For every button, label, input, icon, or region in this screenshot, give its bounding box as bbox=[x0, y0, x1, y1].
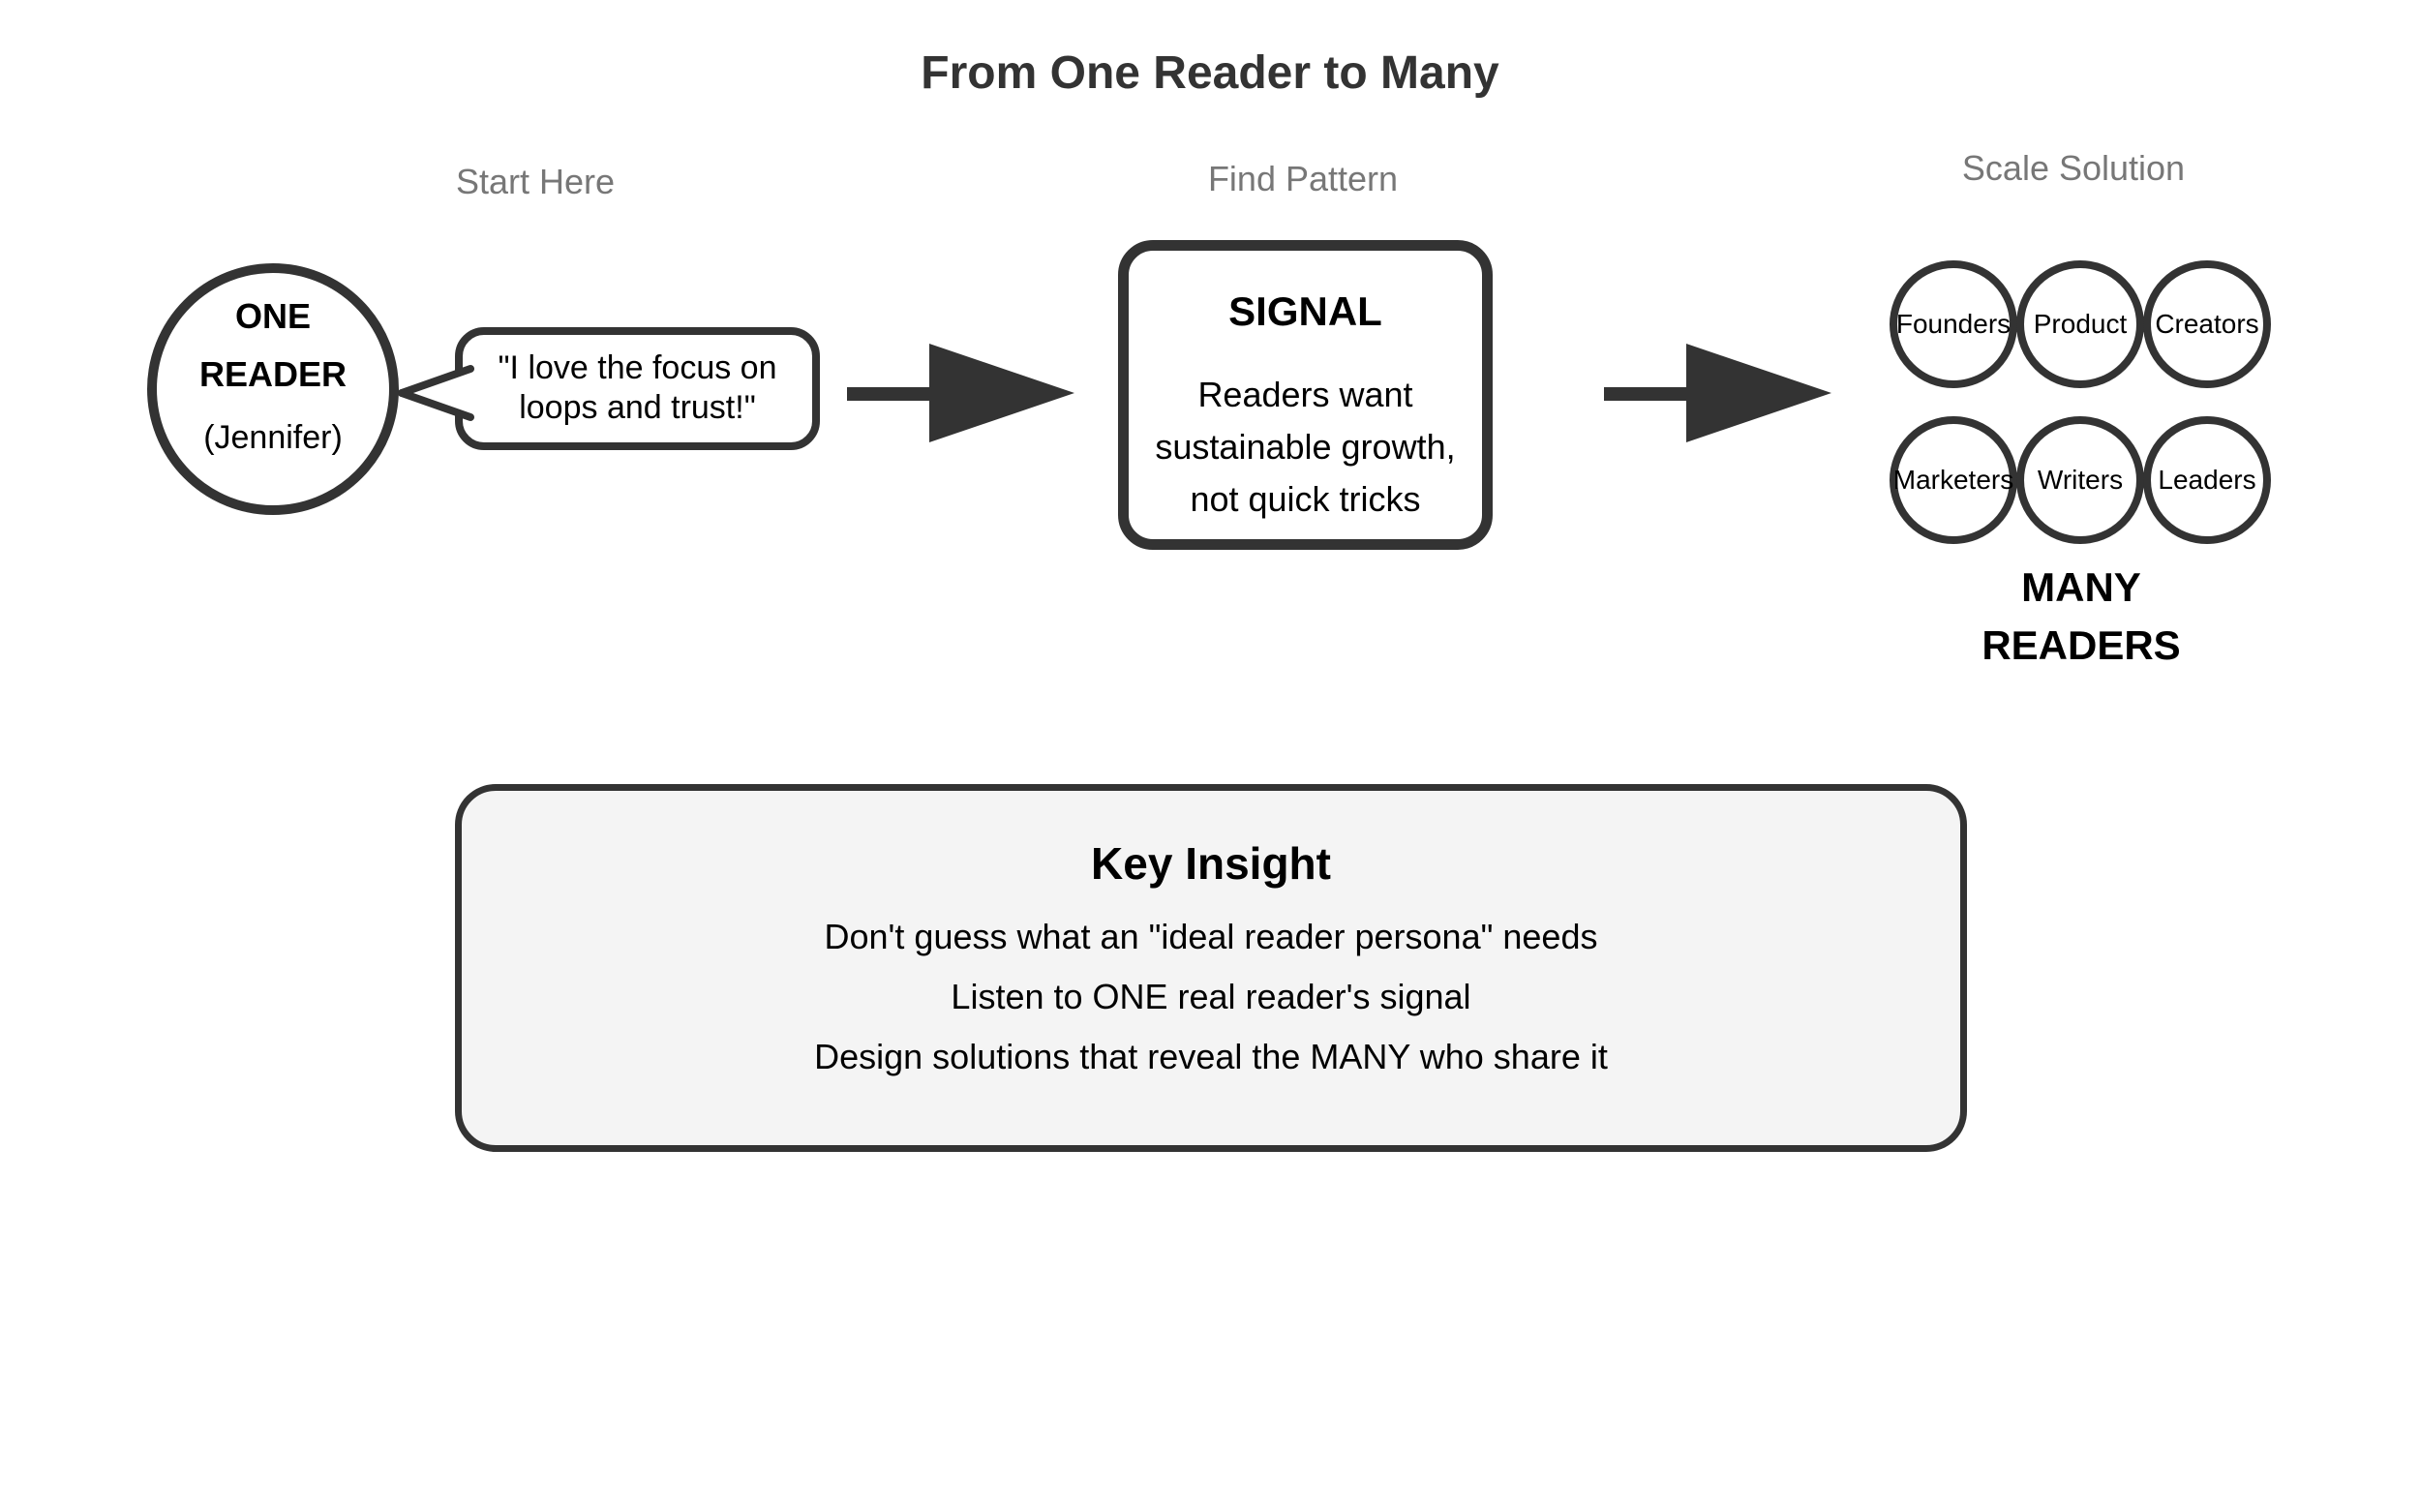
key-insight-body: Don't guess what an "ideal reader person… bbox=[462, 907, 1960, 1087]
audience-label: Founders bbox=[1895, 309, 2012, 339]
arrow-right-icon-1 bbox=[847, 344, 1074, 442]
key-insight-panel: Key Insight Don't guess what an "ideal r… bbox=[455, 784, 1967, 1152]
quote-line1: "I love the focus on bbox=[498, 349, 777, 386]
audience-circle-product: Product bbox=[2016, 260, 2144, 388]
quote-bubble-tail bbox=[398, 365, 474, 421]
key-insight-line3: Design solutions that reveal the MANY wh… bbox=[814, 1037, 1608, 1076]
stage-label-start-here: Start Here bbox=[455, 162, 616, 201]
quote-bubble: "I love the focus on loops and trust!" bbox=[455, 327, 820, 450]
many-readers-line1: MANY bbox=[2021, 564, 2141, 610]
one-reader-line1: ONE bbox=[234, 296, 311, 336]
audience-label: Product bbox=[2033, 309, 2128, 339]
audience-circle-creators: Creators bbox=[2143, 260, 2271, 388]
many-readers-line2: READERS bbox=[1981, 622, 2181, 668]
signal-box: SIGNAL Readers want sustainable growth, … bbox=[1118, 240, 1493, 550]
audience-label: Leaders bbox=[2158, 465, 2256, 495]
audience-circle-leaders: Leaders bbox=[2143, 416, 2271, 544]
audience-circle-marketers: Marketers bbox=[1890, 416, 2017, 544]
key-insight-line2: Listen to ONE real reader's signal bbox=[951, 977, 1471, 1016]
audience-label: Writers bbox=[2037, 465, 2124, 495]
stage-label-scale-solution: Scale Solution bbox=[1961, 148, 2186, 188]
signal-line3: not quick tricks bbox=[1190, 479, 1421, 519]
key-insight-heading: Key Insight bbox=[1091, 838, 1331, 889]
one-reader-name: (Jennifer) bbox=[203, 419, 343, 456]
arrow-right-icon-2 bbox=[1604, 344, 1831, 442]
audience-label: Marketers bbox=[1892, 465, 2014, 495]
signal-body: Readers want sustainable growth, not qui… bbox=[1129, 369, 1482, 526]
signal-line1: Readers want bbox=[1197, 375, 1413, 414]
page-title: From One Reader to Many bbox=[921, 47, 1499, 99]
audience-circle-writers: Writers bbox=[2016, 416, 2144, 544]
quote-text: "I love the focus on loops and trust!" bbox=[463, 348, 812, 428]
audience-label: Creators bbox=[2155, 309, 2259, 339]
signal-line2: sustainable growth, bbox=[1155, 427, 1456, 467]
audience-circle-founders: Founders bbox=[1890, 260, 2017, 388]
many-readers-label: MANY READERS bbox=[1981, 559, 2180, 675]
one-reader-circle: ONE READER (Jennifer) bbox=[147, 263, 399, 515]
quote-line2: loops and trust!" bbox=[519, 389, 756, 426]
one-reader-line2: READER bbox=[198, 354, 347, 394]
stage-label-find-pattern: Find Pattern bbox=[1207, 159, 1399, 198]
signal-heading: SIGNAL bbox=[1228, 288, 1382, 334]
key-insight-line1: Don't guess what an "ideal reader person… bbox=[824, 917, 1598, 956]
